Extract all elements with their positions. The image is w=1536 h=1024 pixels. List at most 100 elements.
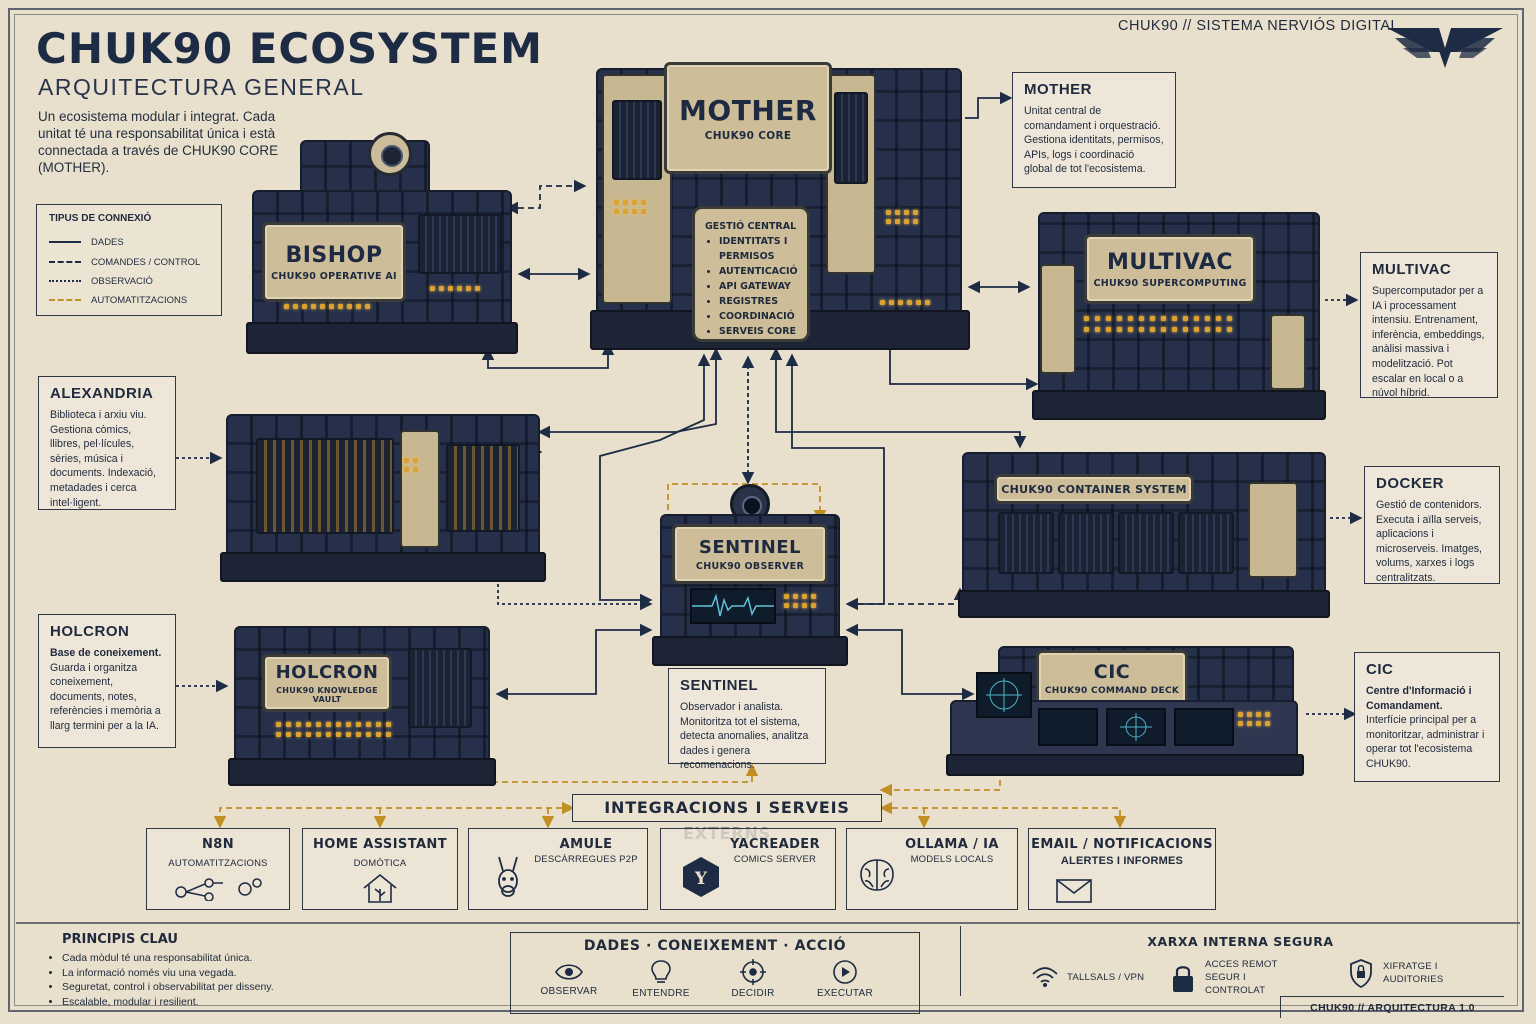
connection-legend: TIPUS DE CONNEXIÓ DADES COMANDES / CONTR… xyxy=(36,204,222,316)
panel-body: Supercomputador per a IA i processament … xyxy=(1372,285,1485,400)
lightbulb-icon xyxy=(651,960,671,983)
amber-dashed-line-icon xyxy=(49,299,81,301)
target-icon xyxy=(740,959,766,985)
principles-section: PRINCIPIS CLAU Cada mòdul té una respons… xyxy=(48,932,468,1012)
mother-name: MOTHER xyxy=(679,94,817,127)
cic-sub: CHUK90 COMMAND DECK xyxy=(1044,685,1180,696)
integration-email[interactable]: EMAIL / NOTIFICACIONS ALERTES I INFORMES xyxy=(1028,828,1216,910)
sentinel-name: SENTINEL xyxy=(698,536,802,558)
donkey-icon xyxy=(498,856,518,897)
cic-name: CIC xyxy=(1093,660,1131,683)
integration-amule[interactable]: AMULE DESCÀRREGUES P2P xyxy=(468,828,648,910)
core-item: AUTENTICACIÓ xyxy=(719,264,799,279)
principles-title: PRINCIPIS CLAU xyxy=(62,932,178,947)
legend-item-control: COMANDES / CONTROL xyxy=(49,255,200,269)
cic-unit[interactable]: CIC CHUK90 COMMAND DECK xyxy=(946,638,1304,778)
principle-item: Seguretat, control i observabilitat per … xyxy=(62,980,468,995)
principle-item: Escalable, modular i resilient. xyxy=(62,995,468,1010)
integrations-title: INTEGRACIONS I SERVEIS EXTERNS xyxy=(572,794,882,843)
panel-title: CIC xyxy=(1366,661,1394,678)
radar-screen xyxy=(976,672,1032,718)
panel-lead: Base de coneixement. xyxy=(50,647,162,659)
envelope-icon xyxy=(1056,879,1092,903)
eye-icon xyxy=(555,964,583,980)
panel-mother: MOTHER Unitat central de comandament i o… xyxy=(1012,72,1176,188)
heartbeat-icon xyxy=(692,593,774,617)
network-title: XARXA INTERNA SEGURA xyxy=(1147,934,1334,949)
solid-line-icon xyxy=(49,241,81,243)
svg-text:Y: Y xyxy=(694,869,708,889)
docker-unit[interactable]: CHUK90 CONTAINER SYSTEM xyxy=(958,442,1330,620)
wire-bishop-mother-control xyxy=(505,179,587,215)
panel-body: Interfície principal per a monitoritzar,… xyxy=(1366,714,1485,770)
alexandria-unit[interactable] xyxy=(220,404,546,584)
footer-divider xyxy=(16,922,1520,924)
integration-yacreader[interactable]: YACREADER COMICS SERVER Y xyxy=(660,828,836,910)
core-item: COORDINACIÓ xyxy=(719,309,799,324)
panel-docker: DOCKER Gestió de contenidors. Executa i … xyxy=(1364,466,1500,584)
sentinel-sub: CHUK90 OBSERVER xyxy=(695,560,805,572)
panel-alexandria: ALEXANDRIA Biblioteca i arxiu viu. Gesti… xyxy=(38,376,176,510)
multivac-sub: CHUK90 SUPERCOMPUTING xyxy=(1093,277,1247,289)
legend-item-observation: OBSERVACIÓ xyxy=(49,274,153,288)
panel-title: HOLCRON xyxy=(50,623,130,640)
lock-icon xyxy=(1173,965,1193,992)
wifi-icon xyxy=(1032,967,1058,987)
core-item: API GATEWAY xyxy=(719,279,799,294)
core-title: GESTIÓ CENTRAL xyxy=(705,221,797,232)
principle-item: Cada mòdul té una responsabilitat única. xyxy=(62,951,468,966)
panel-title: ALEXANDRIA xyxy=(50,385,154,402)
legend-item-automations: AUTOMATITZACIONS xyxy=(49,293,187,307)
holcron-name: HOLCRON xyxy=(275,662,379,683)
bishop-sub: CHUK90 OPERATIVE AI xyxy=(271,270,397,282)
panel-body: Guarda i organitza coneixement, document… xyxy=(50,661,161,732)
mother-core-services: GESTIÓ CENTRAL IDENTITATS I PERMISOS AUT… xyxy=(692,206,810,342)
panel-body: Biblioteca i arxiu viu. Gestiona còmics,… xyxy=(50,409,156,509)
dotted-line-icon xyxy=(49,280,81,282)
panel-cic: CIC Centre d'Informació i Comandament. I… xyxy=(1354,652,1500,782)
page-subtitle: ARQUITECTURA GENERAL xyxy=(38,74,365,100)
network-item-encryption: XIFRATGE I AUDITORIES xyxy=(1349,958,1469,988)
panel-body: Unitat central de comandament i orquestr… xyxy=(1024,105,1164,176)
panel-title: MULTIVAC xyxy=(1372,261,1452,278)
wire-mother-panel xyxy=(965,91,1013,119)
wire-auto-bus-right xyxy=(879,801,1127,829)
panel-holcron: HOLCRON Base de coneixement. Guarda i or… xyxy=(38,614,176,748)
workflow-icon xyxy=(175,878,262,902)
panel-sentinel: SENTINEL Observador i analista. Monitori… xyxy=(668,668,826,771)
panel-title: MOTHER xyxy=(1024,81,1092,98)
wire-mother-alexandria xyxy=(537,347,723,439)
legend-title: TIPUS DE CONNEXIÓ xyxy=(49,213,152,224)
bishop-name: BISHOP xyxy=(285,242,383,268)
cycle-title: DADES · CONEIXEMENT · ACCIÓ xyxy=(583,938,847,954)
wire-sentinel-holcron xyxy=(495,623,653,701)
dashed-line-icon xyxy=(49,261,81,263)
wings-logo-icon xyxy=(1387,28,1503,68)
cycle-section: DADES · CONEIXEMENT · ACCIÓ OBSERVAR ENT… xyxy=(510,932,920,1014)
network-section: XARXA INTERNA SEGURA TALLSALS / VPN ACCE… xyxy=(960,926,1520,996)
docker-sub: CHUK90 CONTAINER SYSTEM xyxy=(1001,482,1187,496)
sentinel-unit[interactable]: SENTINEL CHUK90 OBSERVER xyxy=(652,484,848,668)
multivac-unit[interactable]: MULTIVAC CHUK90 SUPERCOMPUTING xyxy=(1030,204,1328,422)
system-tagline: CHUK90 // SISTEMA NERVIÓS DIGITAL xyxy=(1118,18,1400,34)
holcron-unit[interactable]: HOLCRON CHUK90 KNOWLEDGE VAULT xyxy=(228,618,496,788)
target-icon xyxy=(1120,713,1152,741)
wire-auto-bus-left xyxy=(213,801,575,829)
principle-item: La informació només viu una vegada. xyxy=(62,966,468,981)
step-executar: EXECUTAR xyxy=(805,959,885,999)
step-observar: OBSERVAR xyxy=(529,961,609,997)
legend-item-data: DADES xyxy=(49,235,124,249)
brain-icon xyxy=(860,859,894,891)
multivac-name: MULTIVAC xyxy=(1106,249,1234,275)
integration-n8n[interactable]: N8N AUTOMATITZACIONS xyxy=(146,828,290,910)
intro-text: Un ecosistema modular i integrat. Cada u… xyxy=(38,109,279,175)
holcron-sub: CHUK90 KNOWLEDGE VAULT xyxy=(276,686,378,704)
integration-ollama[interactable]: OLLAMA / IA MODELS LOCALS xyxy=(846,828,1018,910)
core-item: SERVEIS CORE xyxy=(719,324,799,339)
wire-sentinel-cic xyxy=(845,623,975,701)
bishop-unit[interactable]: BISHOP CHUK90 OPERATIVE AI xyxy=(240,126,522,358)
core-item: REGISTRES xyxy=(719,294,799,309)
integration-home-assistant[interactable]: HOME ASSISTANT DOMÒTICA xyxy=(302,828,458,910)
y-logo-icon: Y xyxy=(683,857,719,897)
page-title: CHUK90 ECOSYSTEM xyxy=(36,24,543,73)
